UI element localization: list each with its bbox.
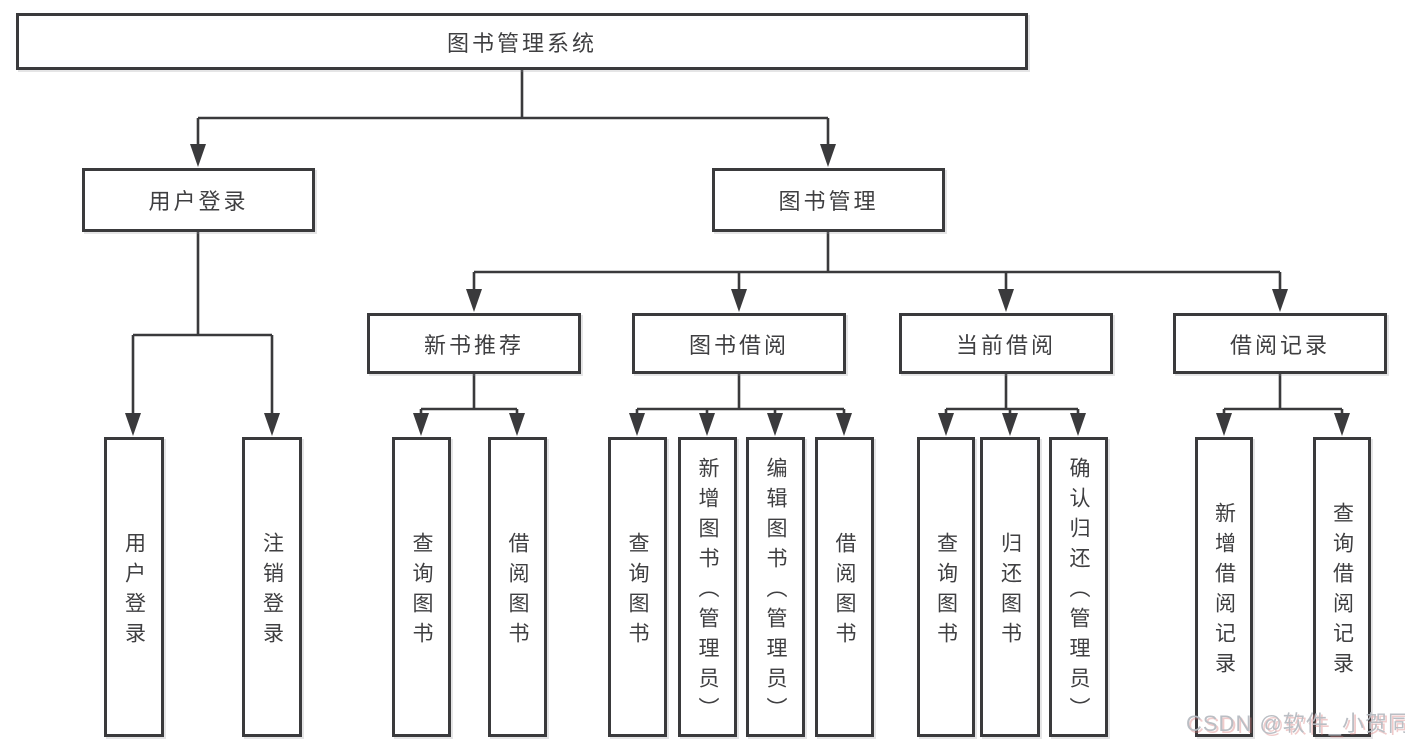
leaf-add-book-admin-label: 新增图书（管理员） — [696, 456, 719, 727]
leaf-return-book: 归还图书 — [980, 437, 1040, 737]
leaf-logout: 注销登录 — [242, 437, 302, 737]
leaf-confirm-return-admin: 确认归还（管理员） — [1049, 437, 1108, 737]
leaf-borrow-book-1: 借阅图书 — [488, 437, 547, 737]
csdn-watermark: CSDN @软件_小贺同学 — [1186, 711, 1405, 736]
leaf-confirm-return-admin-label: 确认归还（管理员） — [1067, 456, 1090, 727]
leaf-logout-label: 注销登录 — [260, 531, 284, 652]
leaf-query-borrow-record: 查询借阅记录 — [1313, 437, 1371, 737]
node-book-management: 图书管理 — [712, 168, 945, 232]
leaf-edit-book-admin: 编辑图书（管理员） — [746, 437, 805, 737]
leaf-user-login-label: 用户登录 — [122, 531, 146, 652]
node-borrow-record-label: 借阅记录 — [1229, 332, 1330, 358]
leaf-edit-book-admin-label: 编辑图书（管理员） — [764, 456, 787, 727]
leaf-borrow-book-2: 借阅图书 — [815, 437, 874, 737]
node-new-book-recommend: 新书推荐 — [367, 313, 581, 374]
leaf-add-book-admin: 新增图书（管理员） — [678, 437, 737, 737]
leaf-add-borrow-record: 新增借阅记录 — [1195, 437, 1253, 737]
arrowheads — [125, 144, 1350, 436]
node-current-borrow-label: 当前借阅 — [955, 332, 1056, 358]
node-system-root-label: 图书管理系统 — [446, 30, 597, 56]
leaf-return-book-label: 归还图书 — [998, 531, 1022, 652]
leaf-query-book-3-label: 查询图书 — [934, 531, 958, 652]
leaf-query-book-2-label: 查询图书 — [626, 531, 649, 652]
node-user-login: 用户登录 — [82, 168, 315, 232]
node-book-borrow: 图书借阅 — [632, 313, 846, 374]
leaf-query-book-2: 查询图书 — [608, 437, 667, 737]
node-book-borrow-label: 图书借阅 — [688, 332, 789, 358]
leaf-query-book-1: 查询图书 — [392, 437, 451, 737]
node-borrow-record: 借阅记录 — [1173, 313, 1387, 374]
node-system-root: 图书管理系统 — [16, 13, 1028, 70]
leaf-borrow-book-1-label: 借阅图书 — [506, 531, 529, 652]
leaf-query-borrow-record-label: 查询借阅记录 — [1330, 501, 1354, 682]
leaf-query-book-3: 查询图书 — [917, 437, 975, 737]
leaf-borrow-book-2-label: 借阅图书 — [833, 531, 856, 652]
node-new-book-recommend-label: 新书推荐 — [423, 332, 524, 358]
leaf-user-login: 用户登录 — [104, 437, 164, 737]
node-current-borrow: 当前借阅 — [899, 313, 1113, 374]
leaf-add-borrow-record-label: 新增借阅记录 — [1212, 501, 1236, 682]
node-book-management-label: 图书管理 — [778, 189, 879, 214]
node-user-login-label: 用户登录 — [148, 189, 249, 214]
leaf-query-book-1-label: 查询图书 — [410, 531, 433, 652]
